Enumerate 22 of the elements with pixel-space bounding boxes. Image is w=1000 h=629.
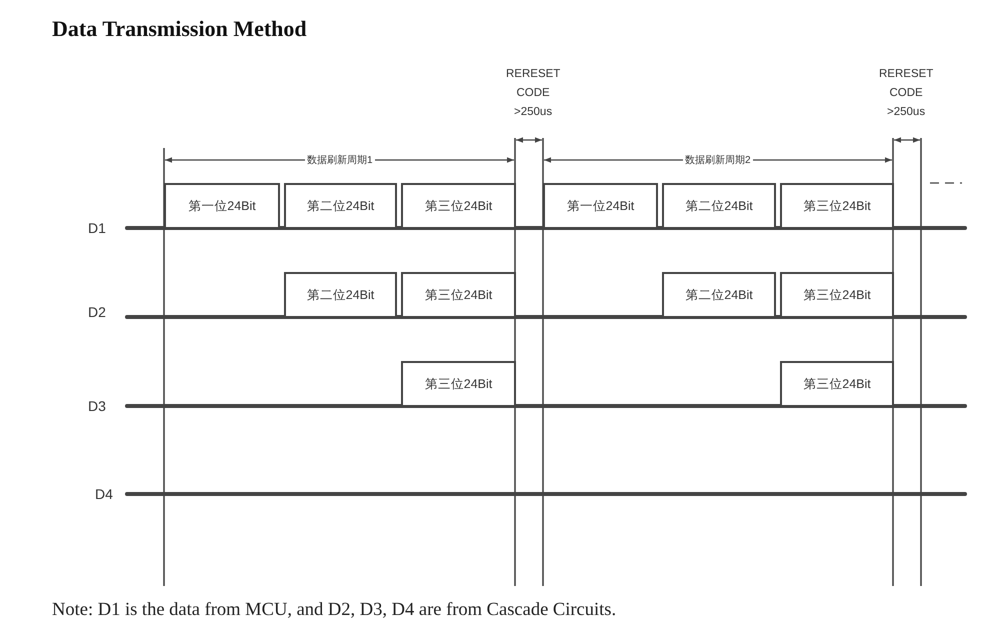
signal-name: D2 [88,304,106,320]
bit-pulse-box: 第一位24Bit [164,183,280,227]
signal-name: D4 [95,486,113,502]
signal-name: D3 [88,398,106,414]
bit-pulse-box: 第三位24Bit [780,361,894,405]
bit-pulse-box: 第三位24Bit [401,272,516,316]
bit-pulse-box: 第三位24Bit [780,183,894,227]
period-label: 数据刷新周期2 [683,153,753,167]
timing-label: RERESET CODE >250us [879,66,934,120]
bit-pulse-box: 第三位24Bit [401,183,516,227]
period-label: 数据刷新周期1 [305,153,375,167]
timing-label: RERESET CODE >250us [506,66,560,120]
bit-pulse-box: 第三位24Bit [401,361,516,405]
bit-pulse-box: 第二位24Bit [662,183,776,227]
bit-pulse-box: 第二位24Bit [284,272,397,316]
bit-pulse-box: 第一位24Bit [543,183,658,227]
bit-pulse-box: 第二位24Bit [284,183,397,227]
title: Data Transmission Method [52,16,307,42]
signal-name: D1 [88,220,106,236]
bit-pulse-box: 第二位24Bit [662,272,776,316]
note-text: Note: D1 is the data from MCU, and D2, D3, D4 are from Cascade Circuits. [52,600,616,621]
bit-pulse-box: 第三位24Bit [780,272,894,316]
